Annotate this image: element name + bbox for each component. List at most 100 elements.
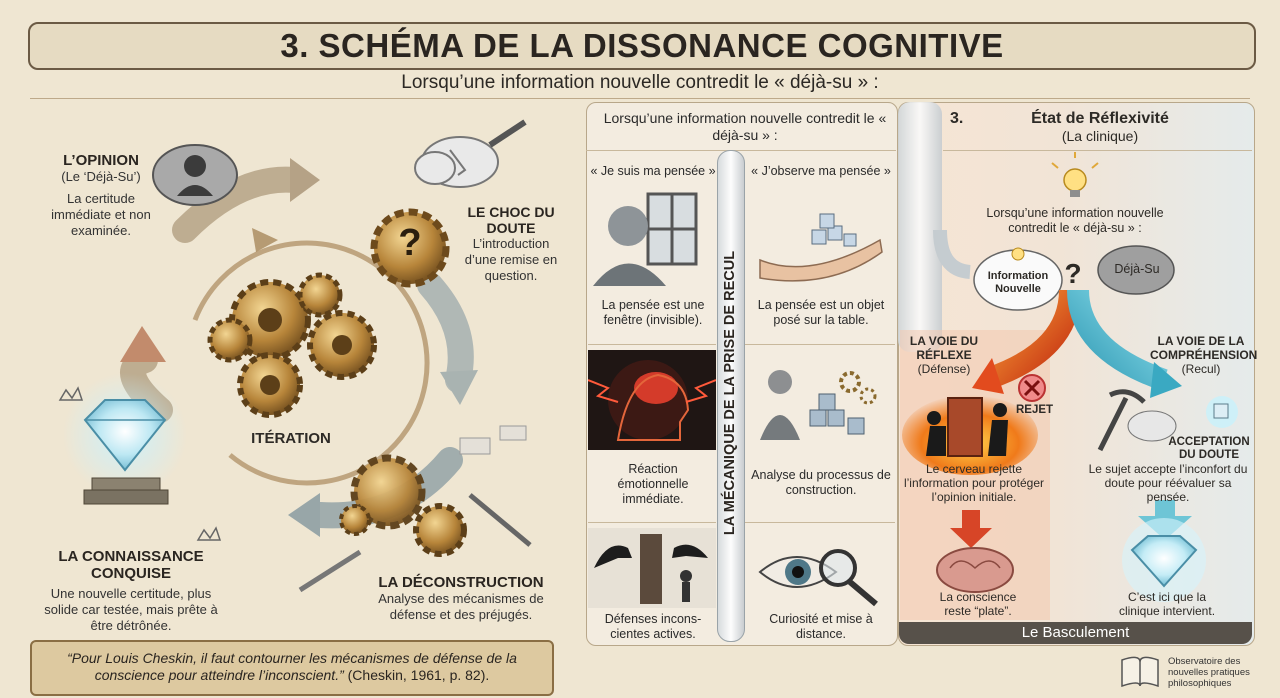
choc-desc: L’introduction d’une remise en question. [464, 236, 558, 283]
comprehension-arrow [1067, 289, 1168, 391]
reflexe-desc: Le cerveau rejette l’information pour pr… [903, 462, 1045, 504]
emotional-brain-icon [588, 350, 716, 450]
right-title: État de Réflexivité [1031, 110, 1169, 127]
broken-cloud-icon [414, 119, 527, 188]
info-bubble-icon [973, 247, 1063, 311]
col-left-title: « Je suis ma pensée » [590, 164, 716, 178]
cycle-arrowhead-bottom [288, 493, 320, 537]
right-number: 3. [950, 110, 964, 127]
deconstruction-title: LA DÉCONSTRUCTION [378, 574, 544, 591]
row-sep-1l [588, 344, 716, 345]
footer-org: Observatoire des nouvelles pratiques phi… [1168, 656, 1250, 689]
diamond-right-icon [1122, 518, 1206, 602]
brain-icon [936, 547, 1014, 593]
voie-reflexe-title: LA VOIE DU RÉFLEXE [909, 334, 979, 362]
voie-reflexe-sub: (Défense) [917, 362, 971, 376]
cycle-diagram [58, 119, 532, 593]
row-sep-1r [745, 344, 895, 345]
inner-cycle-arrowhead [252, 228, 278, 252]
opinion-desc: La certitude immédiate et non examinée. [51, 191, 151, 238]
eye-magnifier-icon [758, 549, 878, 607]
down-red-arrow [950, 510, 992, 548]
clinique-label: C’est ici que la clinique intervient. [1118, 590, 1216, 618]
opinion-cloud-icon [152, 144, 238, 206]
deconstruction-desc: Analyse des mécanismes de défense et des… [378, 591, 544, 622]
tube-arrow [933, 229, 972, 279]
right-tube [898, 102, 942, 352]
doubt-cloud-icon [1127, 410, 1177, 442]
deja-su-label: Déjà-Su [1114, 262, 1160, 276]
cycle-arrow-top [172, 166, 308, 243]
right-item-1: La pensée est un objet posé sur la table… [757, 298, 885, 327]
right-header-divider [943, 150, 1252, 151]
opinion-subtitle: (Le ‘Déjà-Su’) [61, 169, 141, 184]
opinion-block: L’OPINION (Le ‘Déjà-Su’) La certitude im… [36, 152, 166, 239]
info-bubble-label: Information Nouvelle [987, 270, 1049, 295]
crown-icon-2 [196, 526, 222, 541]
row-sep-2r [745, 522, 895, 523]
comprehension-desc: Le sujet accepte l’inconfort du doute po… [1088, 462, 1248, 504]
deconstruction-gears-icon [298, 425, 532, 593]
rejet-label: REJET [1016, 404, 1054, 416]
iteration-label: ITÉRATION [251, 430, 331, 447]
row-sep-2l [588, 522, 716, 523]
voie-reflexe-block: LA VOIE DU RÉFLEXE (Défense) [900, 334, 988, 376]
central-gears-icon [207, 272, 377, 418]
vertical-label: LA MÉCANIQUE DE LA PRISE DE RECUL [722, 250, 738, 536]
header-divider [30, 98, 1250, 99]
opinion-title: L’OPINION [63, 152, 139, 169]
brick-wall-icon [947, 397, 983, 457]
lightbulb-icon [1051, 152, 1099, 197]
left-item-2: Réaction émotionnelle immédiate. [617, 462, 689, 506]
cycle-arrowhead-right [440, 370, 478, 405]
crown-icon [58, 386, 84, 401]
connaissance-desc: Une nouvelle certitude, plus solide car … [44, 586, 218, 633]
conscience-label: La conscience reste “plate”. [939, 590, 1017, 618]
connaissance-block: LA CONNAISSANCE CONQUISE Une nouvelle ce… [36, 548, 226, 634]
inner-cycle-ring [192, 240, 430, 486]
cube-glow-icon [1206, 396, 1238, 428]
left-item-3: Défenses incons- cientes actives. [604, 612, 702, 641]
diamond-icon [63, 373, 187, 505]
right-item-2: Analyse du processus de construction. [751, 468, 891, 497]
hand-blocks-icon [759, 213, 883, 282]
deconstruction-block: LA DÉCONSTRUCTION Analyse des mécanismes… [354, 574, 568, 623]
page-subtitle: Lorsqu’une information nouvelle contredi… [401, 72, 879, 93]
basculement-label: Le Basculement [1021, 624, 1130, 641]
acceptation-label: ACCEPTATION DU DOUTE [1168, 436, 1250, 461]
cycle-arrow-right [417, 272, 474, 393]
title-banner: 3. SCHÉMA DE LA DISSONANCE COGNITIVE [28, 22, 1256, 70]
deja-su-bubble-icon [1097, 245, 1175, 295]
question-gear-icon [370, 208, 450, 288]
col-right-title: « J’observe ma pensée » [751, 164, 891, 178]
reject-icon [1018, 374, 1046, 402]
choc-block: LE CHOC DU DOUTE L’introduction d’une re… [456, 204, 566, 284]
cycle-arrowhead-top [290, 158, 320, 202]
book-logo-icon [1121, 656, 1159, 688]
middle-header: Lorsqu’une information nouvelle contredi… [603, 110, 887, 143]
choc-title: LE CHOC DU DOUTE [467, 204, 555, 236]
analysis-figure-icon [760, 370, 877, 440]
pickaxe-icon [1097, 389, 1146, 452]
defense-wall-icon [588, 528, 716, 608]
right-intro: Lorsqu’une information nouvelle contredi… [986, 206, 1164, 235]
right-item-3: Curiosité et mise à distance. [769, 612, 873, 641]
recul-tube [717, 150, 745, 642]
question-mark: ? [398, 222, 422, 264]
right-question-mark: ? [1064, 258, 1082, 289]
cycle-arrowhead-left [120, 326, 166, 362]
quote-reference: (Cheskin, 1961, p. 82). [347, 667, 490, 683]
page-title: 3. SCHÉMA DE LA DISSONANCE COGNITIVE [280, 27, 1004, 64]
connaissance-title: LA CONNAISSANCE CONQUISE [58, 548, 204, 582]
basculement-bar: Le Basculement [899, 622, 1252, 644]
quote-scroll: “Pour Louis Cheskin, il faut contourner … [30, 640, 554, 696]
left-item-1: La pensée est une fenêtre (invisible). [601, 298, 705, 327]
window-thinker-icon [593, 192, 698, 286]
middle-header-divider [586, 150, 896, 151]
right-subtitle: (La clinique) [1061, 128, 1139, 144]
quote-text: “Pour Louis Cheskin, il faut contourner … [67, 650, 517, 683]
right-diagram [900, 152, 1238, 620]
voie-comprehension-sub: (Recul) [1181, 362, 1221, 376]
voie-comprehension-title: LA VOIE DE LA COMPRÉHENSION [1150, 334, 1258, 362]
voie-comprehension-block: LA VOIE DE LA COMPRÉHENSION (Recul) [1150, 334, 1258, 376]
